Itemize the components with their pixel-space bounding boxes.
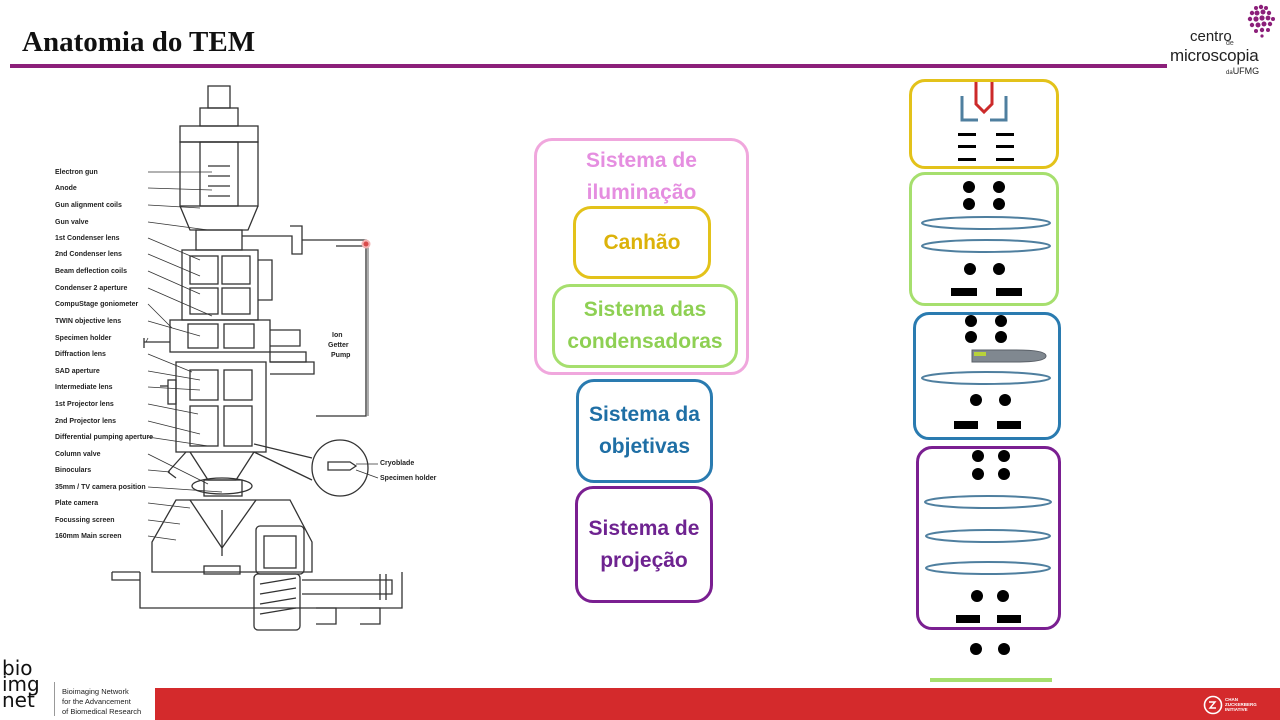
logo-word-centro: centro [1190, 28, 1232, 45]
czi-line-1: CHAN [1225, 697, 1238, 702]
schematic-label: 1st Condenser lens [55, 235, 120, 242]
chan-zuckerberg-logo: CHAN ZUCKERBERG INITIATIVE [1203, 692, 1277, 718]
schematic-label: Focussing screen [55, 517, 115, 524]
schematic-label: TWIN objective lens [55, 318, 122, 325]
column-elements [921, 82, 1052, 682]
schematic-label: Gun valve [55, 219, 89, 226]
pump-label-getter: Getter [328, 342, 349, 349]
schematic-label: CompuStage goniometer [55, 301, 139, 308]
segment-objetivas [913, 312, 1061, 440]
condenser-lens-2 [921, 239, 1051, 253]
schematic-label: 160mm Main screen [55, 533, 122, 540]
img-word: img [2, 672, 40, 696]
network-line-2: for the Advancement [62, 697, 131, 706]
centro-microscopia-logo: centro de microscopia daUFMG [1168, 2, 1278, 78]
schematic-label: Anode [55, 185, 77, 192]
tem-schematic: Electron gun Anode Gun alignment coils G… [40, 80, 440, 640]
filament-icon [974, 82, 994, 115]
logo-separator [54, 682, 55, 716]
box-sistema-projecao: Sistema de projeção [575, 486, 713, 603]
czi-line-2: ZUCKERBERG [1225, 702, 1257, 707]
tem-column-drawing [111, 85, 403, 631]
projector-lens-2 [925, 561, 1051, 575]
bio-word: bio [2, 656, 33, 680]
schematic-label: 2nd Condenser lens [55, 251, 122, 258]
schematic-label: 1st Projector lens [55, 401, 114, 408]
schematic-label: Column valve [55, 451, 101, 458]
segment-canhao [909, 79, 1059, 169]
logo-word-ufmg: daUFMG [1226, 66, 1259, 76]
laser-pointer-dot [361, 239, 371, 249]
schematic-label: 35mm / TV camera position [55, 484, 146, 491]
schematic-label: Plate camera [55, 500, 99, 507]
cryoblade-label: Cryoblade [380, 460, 415, 467]
optical-column-diagram [900, 74, 1070, 690]
viewing-screen [930, 678, 1052, 682]
network-description: Bioimaging Network for the Advancement o… [62, 687, 141, 717]
pump-label-ion: Ion [332, 332, 343, 339]
bioimaging-network-logo: bio img net Bioimaging Network for the A… [0, 656, 155, 720]
wehnelt-icon [960, 96, 1008, 122]
title-underline [10, 64, 1167, 68]
objective-lens [921, 371, 1051, 385]
schematic-label: Diffraction lens [55, 351, 106, 358]
schematic-label: Binoculars [55, 467, 92, 474]
schematic-label: SAD aperture [55, 368, 100, 375]
schematic-label: Electron gun [55, 169, 98, 176]
schematic-label: Gun alignment coils [55, 202, 122, 209]
box-sistema-iluminacao: Sistema de iluminação [534, 138, 749, 375]
network-line-3: of Biomedical Research [62, 707, 142, 716]
footer-bar [155, 688, 1280, 720]
czi-line-3: INITIATIVE [1225, 707, 1248, 712]
schematic-label: Beam deflection coils [55, 268, 127, 275]
schematic-label: Differential pumping aperture [55, 434, 154, 441]
slide-title: Anatomia do TEM [22, 26, 256, 58]
net-word: net [2, 688, 35, 712]
schematic-label: Condenser 2 aperture [55, 285, 128, 292]
schematic-label: Intermediate lens [55, 384, 113, 391]
box-canhao: Canhão [573, 206, 711, 279]
box-sistema-condensadoras: Sistema das condensadoras [552, 284, 738, 368]
segment-projecao [916, 446, 1061, 630]
segment-condensadoras [909, 172, 1059, 306]
logo-word-de: de [1226, 40, 1234, 47]
schematic-label: Specimen holder [55, 335, 112, 342]
specimen-holder-detail-label: Specimen holder [380, 475, 437, 482]
logo-word-microscopia: microscopia [1170, 46, 1259, 65]
pump-label-pump: Pump [331, 352, 351, 359]
specimen-holder-icon [971, 349, 1047, 363]
condenser-lens-1 [921, 216, 1051, 230]
box-sistema-objetivas: Sistema da objetivas [576, 379, 713, 483]
network-line-1: Bioimaging Network [62, 687, 129, 696]
intermediate-lens [924, 495, 1052, 509]
czi-emblem-icon [1203, 695, 1223, 715]
czi-text: CHAN ZUCKERBERG INITIATIVE [1225, 697, 1257, 712]
schematic-label: 2nd Projector lens [55, 418, 117, 425]
projector-lens-1 [925, 529, 1051, 543]
dotted-sphere-icon [1247, 4, 1275, 38]
bioimgnet-wordmark: bio img net [2, 656, 40, 712]
logo-word-da: da [1226, 70, 1233, 76]
logo-ufmg-text: UFMG [1232, 66, 1260, 76]
